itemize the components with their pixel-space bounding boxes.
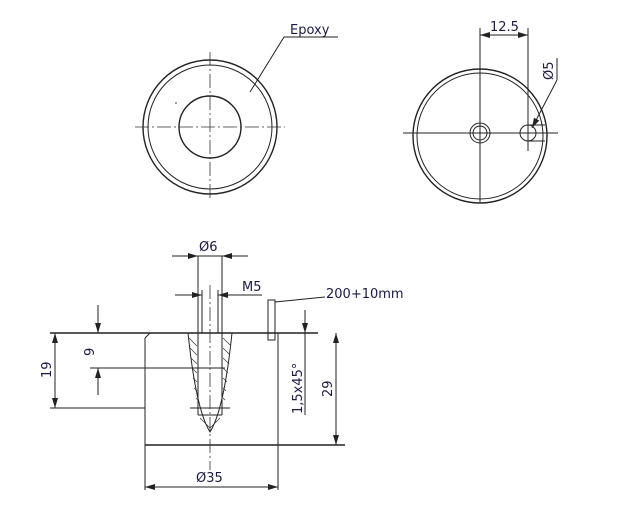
cone-hole xyxy=(187,332,233,433)
dim-d6: Ø6 xyxy=(199,240,218,255)
dim-m5: M5 xyxy=(242,280,262,295)
dim-29: 29 xyxy=(321,380,336,397)
top-view-right: 12.5 Ø5 xyxy=(403,20,558,204)
cable xyxy=(267,299,276,341)
dim-d35: Ø35 xyxy=(196,471,223,486)
dim-9: 9 xyxy=(83,348,98,356)
cable-length: 200+10mm xyxy=(326,287,404,302)
dim-chamfer: 1,5x45° xyxy=(291,363,306,414)
cable-leader xyxy=(274,296,326,303)
chamfer xyxy=(144,332,151,339)
epoxy-label: Epoxy xyxy=(290,23,330,38)
d5-leader xyxy=(531,58,558,129)
hatching xyxy=(188,337,232,429)
epoxy-leader xyxy=(249,36,338,93)
side-section-view: Ø6 M5 200+10mm 19 9 1,5x45° 29 Ø35 xyxy=(40,240,404,490)
dot xyxy=(175,102,177,104)
dim-19: 19 xyxy=(40,361,55,378)
dim-12-5: 12.5 xyxy=(490,20,519,35)
top-view-left: Epoxy xyxy=(135,23,338,200)
dim-d5: Ø5 xyxy=(542,61,557,80)
